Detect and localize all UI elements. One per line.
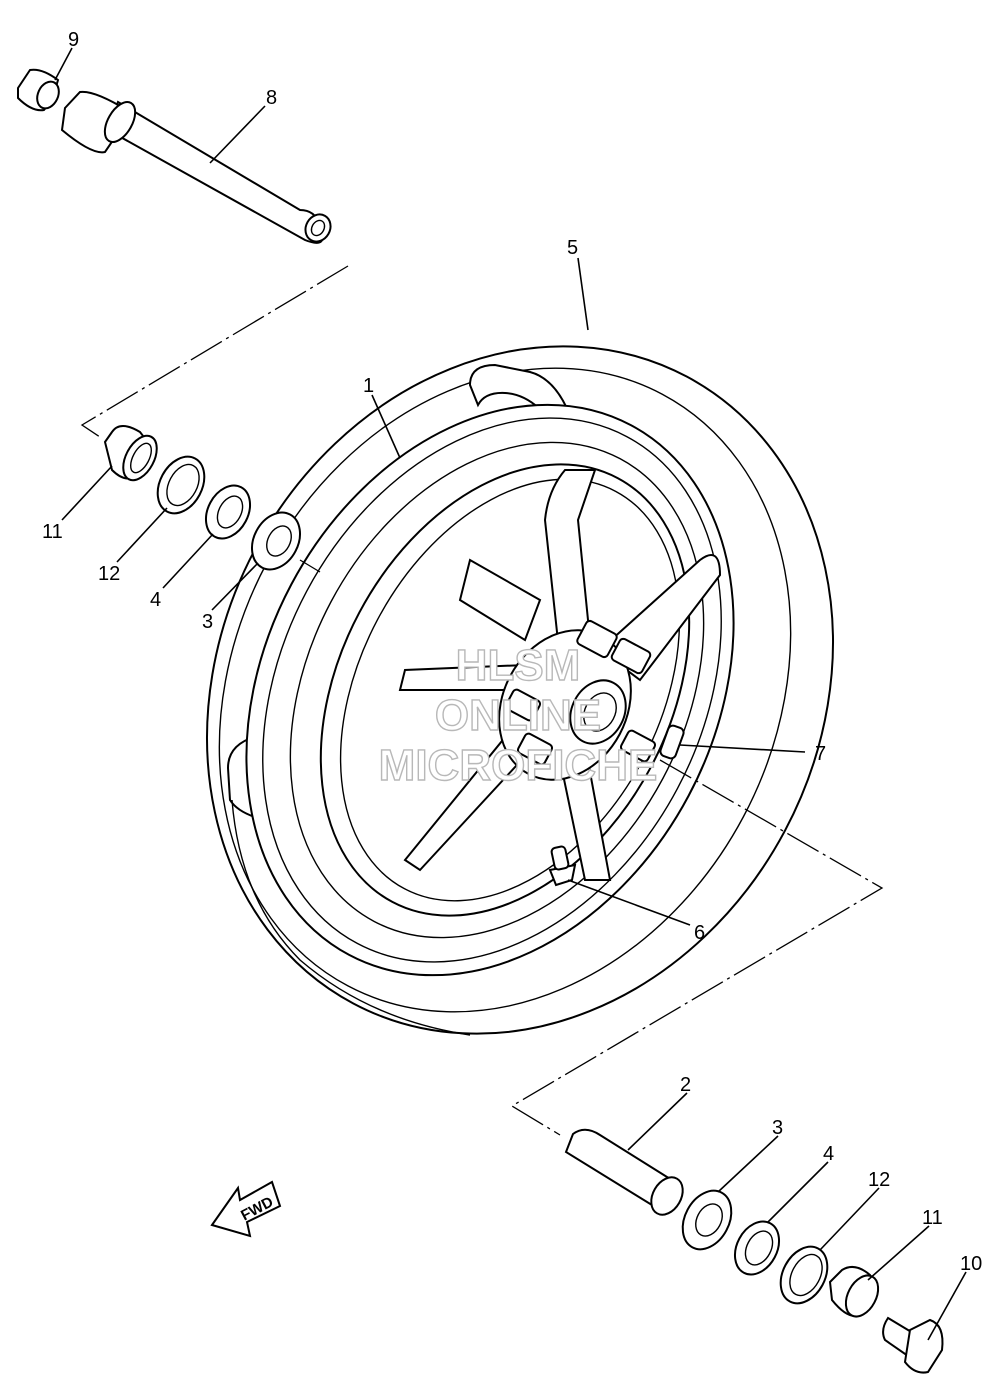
axle-bolt (882, 1316, 944, 1374)
right-collar (828, 1265, 880, 1318)
left-bearing-4 (204, 484, 252, 540)
watermark: HLSM ONLINE MICROFICHE (378, 640, 658, 790)
part-label-2: 2 (680, 1074, 691, 1096)
part-label-5: 5 (567, 237, 578, 259)
fwd-arrow-icon: FWD (210, 1180, 282, 1238)
part-label-3-left: 3 (202, 611, 213, 633)
right-bearing-3 (681, 1189, 733, 1251)
left-collar (103, 425, 158, 482)
right-oil-seal (779, 1245, 829, 1305)
part-label-12-right: 12 (868, 1169, 890, 1191)
part-label-4-left: 4 (150, 589, 161, 611)
part-label-6: 6 (694, 922, 705, 944)
part-label-10: 10 (960, 1253, 982, 1275)
part-label-12-left: 12 (98, 563, 120, 585)
watermark-line-3: MICROFICHE (379, 741, 658, 790)
watermark-line-2: ONLINE (435, 691, 601, 740)
part-label-3-right: 3 (772, 1117, 783, 1139)
distance-collar (564, 1128, 684, 1216)
assembly-lines (80, 265, 884, 1136)
part-label-1: 1 (363, 375, 374, 397)
part-labels: 1 2 3 3 4 4 5 6 7 8 9 10 11 11 12 12 (42, 29, 982, 1275)
wheel-spokes (398, 469, 722, 881)
wheel-hub (498, 619, 656, 781)
watermark-line-1: HLSM (456, 641, 581, 690)
right-bearing-4 (733, 1220, 781, 1276)
left-bearing-3 (251, 511, 301, 571)
part-label-11-right: 11 (922, 1207, 943, 1229)
part-label-11-left: 11 (42, 521, 63, 543)
left-oil-seal (156, 455, 206, 515)
front-wheel-assembly (206, 345, 834, 1036)
part-label-9: 9 (68, 29, 79, 51)
front-axle (60, 90, 332, 244)
leader-lines (54, 47, 967, 1341)
part-label-4-right: 4 (823, 1143, 834, 1165)
balance-weight (659, 724, 685, 760)
axle-collar (17, 68, 60, 112)
part-label-8: 8 (266, 87, 277, 109)
part-label-7: 7 (815, 743, 826, 765)
